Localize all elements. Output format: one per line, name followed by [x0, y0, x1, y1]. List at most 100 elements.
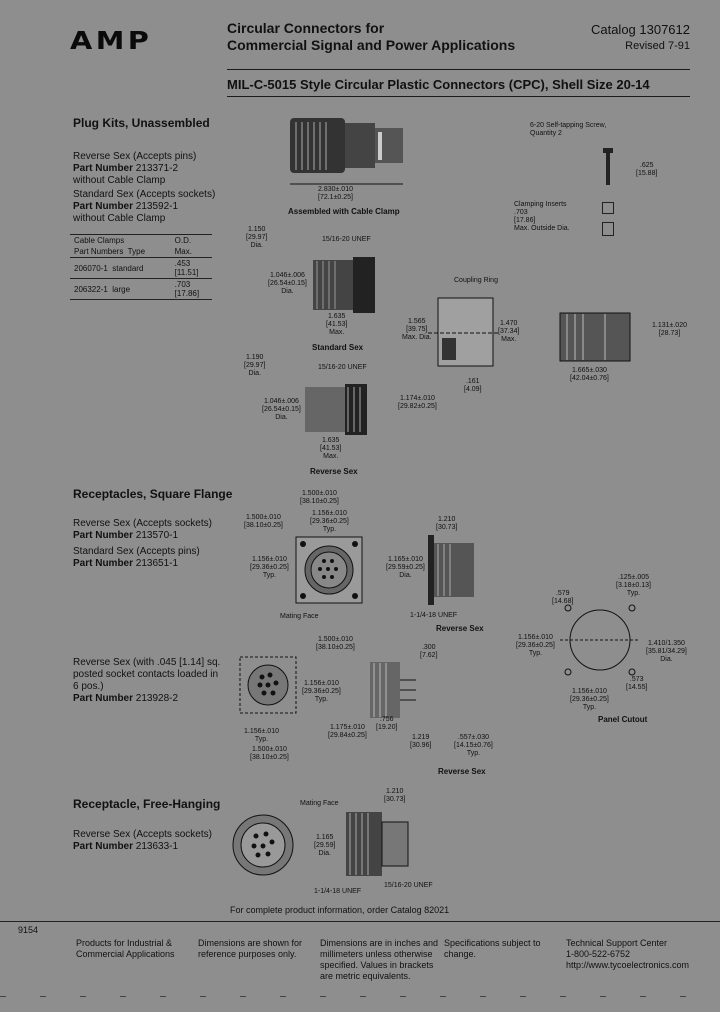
dim-756: .756[19.20]: [376, 716, 398, 731]
section-subtitle: MIL-C-5015 Style Circular Plastic Connec…: [227, 77, 650, 92]
dim-125: .125±.005[3.18±0.13]Typ.: [616, 574, 651, 597]
dim-557: .557±.030[14.15±0.76]Typ.: [454, 734, 493, 757]
dim-post-1500-b: 1.500±.010[38.10±0.25]: [250, 746, 289, 761]
screw-icon: [603, 148, 613, 185]
dim-rev-dia: 1.190[29.97]Dia.: [244, 354, 266, 377]
plug-standard-pn: 213592-1: [135, 201, 179, 212]
panel-cutout-drawing: [560, 604, 640, 676]
amp-logo: AMP: [70, 26, 153, 55]
dim-screw-length: .625[15.88]: [636, 162, 658, 177]
assembled-plug-drawing: [290, 118, 403, 185]
dim-161: .161[4.09]: [464, 378, 482, 393]
dim-free-1210: 1.210[30.73]: [384, 788, 406, 803]
footer-rule: [0, 921, 720, 922]
posted-reverse-sex-caption: Reverse Sex: [438, 767, 486, 776]
free-unef-1: 1-1/4-18 UNEF: [314, 888, 362, 895]
dim-sq-1156: 1.156±.010[29.36±0.25]Typ.: [310, 510, 349, 533]
dim-sq-1210: 1.210[30.73]: [436, 516, 458, 531]
dim-1410: 1.410/1.350[35.81/34.29]Dia.: [646, 640, 687, 663]
title-line-2: Commercial Signal and Power Applications: [227, 37, 516, 53]
dim-1131: 1.131±.020[28.73]: [652, 322, 687, 337]
dim-rev-length: 1.635[41.53]Max.: [320, 437, 342, 460]
free-unef-2: 15/16-20 UNEF: [384, 882, 433, 889]
col-max: Max.: [174, 247, 192, 256]
screw-note: 6-20 Self-tapping Screw,Quantity 2: [530, 122, 607, 137]
standard-sex-plug-drawing: [313, 257, 375, 313]
dim-1470: 1.470[37.34]Max.: [498, 320, 520, 343]
insert-icon: [602, 202, 614, 214]
plug-reverse-note: without Cable Clamp: [73, 175, 166, 186]
unef-label: 15/16-20 UNEF: [322, 236, 371, 243]
catalog-number: Catalog 1307612: [590, 22, 690, 37]
free-face-drawing: [232, 814, 294, 876]
dim-sq-1500: 1.500±.010[38.10±0.25]: [300, 490, 339, 505]
bottom-crop-marks: [0, 996, 720, 997]
receptacle-free-heading: Receptacle, Free-Hanging: [73, 797, 221, 811]
posted-face-drawing: [239, 656, 297, 714]
plug-kits-heading: Plug Kits, Unassembled: [73, 116, 210, 130]
dim-std-dia: 1.150[29.97]Dia.: [246, 226, 268, 249]
free-side-drawing: [346, 812, 409, 876]
receptacles-square-heading: Receptacles, Square Flange: [73, 487, 233, 501]
support-link[interactable]: http://www.tycoelectronics.com: [566, 960, 690, 970]
dim-assembled-length: 2.830±.010[72.1±0.25]: [318, 186, 353, 201]
coupling-ring-label: Coupling Ring: [454, 277, 498, 284]
sq-reverse-sex-caption: Reverse Sex: [436, 624, 484, 633]
col-part-numbers: Part Numbers Type: [74, 247, 146, 256]
dim-sq-1165: 1.165±.010[29.59±0.25]Dia.: [386, 556, 425, 579]
cable-clamp-table: Cable Clamps O.D. Part Numbers Type Max. 2…: [70, 234, 212, 300]
dim-panel-1156-b: 1.156±.010[29.36±0.25]Typ.: [570, 688, 609, 711]
standard-sex-caption: Standard Sex: [312, 343, 364, 352]
col-od: O.D.: [174, 236, 192, 245]
coupling-ring-drawing: [428, 297, 498, 367]
dim-free-1165: 1.165[29.59]Dia.: [314, 834, 336, 857]
page-number: 9154: [18, 925, 39, 935]
dim-300: .300[7.62]: [420, 644, 438, 659]
table-row: 206070-1 standard.453[11.51]: [70, 258, 212, 279]
dim-sq-1500-left: 1.500±.010[38.10±0.25]: [244, 514, 283, 529]
panel-cutout-caption: Panel Cutout: [598, 715, 648, 724]
header-rule: [227, 69, 690, 70]
col-cable-clamps: Cable Clamps: [74, 236, 125, 245]
dim-1219: 1.219[30.96]: [410, 734, 432, 749]
subtitle-rule: [227, 96, 690, 97]
mating-face-label: Mating Face: [280, 613, 319, 620]
dim-post-1156: 1.156±.010[29.36±0.25]Typ.: [302, 680, 341, 703]
catalog-info: Catalog 1307612 Revised 7-91: [591, 22, 690, 54]
dim-std-1046: 1.046±.006[26.54±0.15]Dia.: [268, 272, 307, 295]
clamping-inserts-note: Clamping Inserts.703[17.86]Max. Outside …: [514, 201, 570, 232]
reverse-sex-caption: Reverse Sex: [310, 467, 358, 476]
plug-standard-sex: Standard Sex (Accepts sockets): [73, 189, 216, 200]
page-title: Circular Connectors for Commercial Signa…: [227, 20, 515, 54]
receptacles-square-text-2: Reverse Sex (with .045 [1.14] sq. posted…: [73, 657, 221, 704]
dim-rev-1046: 1.046±.006[26.54±0.15]Dia.: [262, 398, 301, 421]
plug-standard-pn-line: Part Number 213592-1: [73, 201, 215, 213]
square-flange-face-drawing: [295, 536, 363, 604]
receptacle-free-text: Reverse Sex (Accepts sockets) Part Numbe…: [73, 829, 212, 852]
sq-unef-label: 1-1/4-18 UNEF: [410, 612, 458, 619]
reverse-sex-plug-drawing: [305, 384, 367, 435]
dim-post-1500: 1.500±.010[38.10±0.25]: [316, 636, 355, 651]
pn-label: Part Number: [73, 163, 134, 174]
pn-label: Part Number: [73, 201, 134, 212]
order-catalog-note: For complete product information, order …: [230, 905, 450, 915]
table-row: 206322-1 large.703[17.86]: [70, 279, 212, 300]
plug-kits-text: Reverse Sex (Accepts pins) Part Number 2…: [73, 151, 215, 225]
dim-std-length: 1.635[41.53]Max.: [326, 313, 348, 336]
title-line-1: Circular Connectors for: [227, 20, 385, 36]
dim-1565: 1.565[39.75]Max. Dia.: [402, 318, 432, 341]
dim-573: .573[14.55]: [626, 676, 648, 691]
footer-col-1: Products for Industrial &Commercial Appl…: [76, 938, 175, 959]
receptacles-square-text: Reverse Sex (Accepts sockets) Part Numbe…: [73, 518, 212, 569]
plug-side-drawing: [559, 312, 631, 362]
posted-side-drawing: [370, 662, 416, 718]
plug-standard-note: without Cable Clamp: [73, 213, 166, 224]
square-flange-side-drawing: [428, 535, 474, 605]
rev-unef-label: 15/16-20 UNEF: [318, 364, 367, 371]
dim-1175: 1.175±.010[29.84±0.25]: [328, 724, 367, 739]
plug-reverse-pn: 213371-2: [135, 163, 179, 174]
